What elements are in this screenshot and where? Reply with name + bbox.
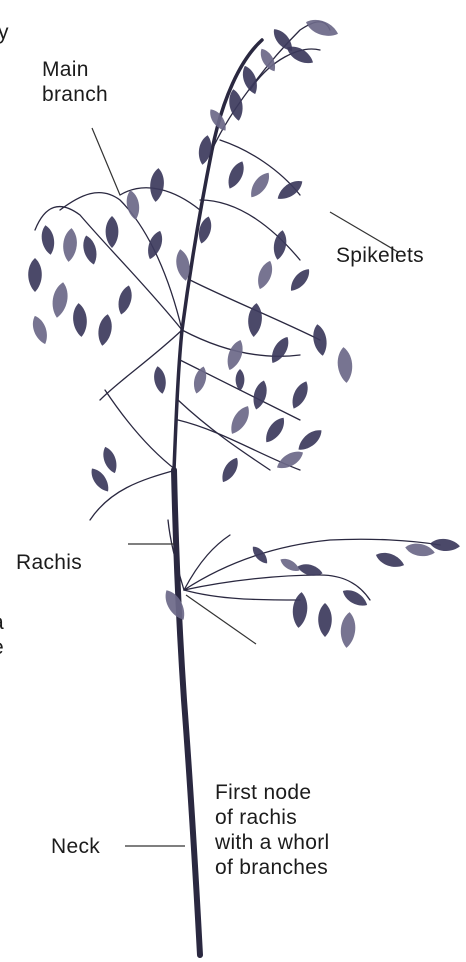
spikelet: [87, 465, 112, 494]
rachis-label: Rachis: [16, 550, 82, 575]
panicle-branch: [105, 390, 176, 470]
main-branch-label: Main branch: [42, 57, 108, 107]
spikelet: [430, 538, 461, 553]
spikelet: [161, 587, 190, 623]
spikelet: [124, 189, 141, 221]
spikelet: [267, 334, 292, 366]
panicle-branch: [178, 400, 270, 470]
spikelet: [191, 365, 209, 395]
spikelet: [50, 281, 70, 319]
spikelet: [311, 323, 329, 357]
spikelet: [29, 314, 51, 346]
panicle-branch: [250, 49, 320, 90]
first-node-leader: [186, 595, 256, 644]
spikelet: [295, 426, 326, 454]
spikelet: [224, 159, 248, 191]
spikelet: [288, 379, 312, 411]
spikelet: [96, 313, 114, 347]
spikelet: [224, 338, 247, 372]
spikelet: [250, 544, 271, 566]
spikelets-label: Spikelets: [336, 243, 424, 268]
spikelet: [144, 229, 166, 261]
spikelet: [318, 603, 332, 637]
spikelet: [226, 403, 253, 437]
spikelet: [100, 445, 120, 475]
panicle-branch: [184, 535, 230, 590]
spikelet: [115, 284, 134, 316]
spikelet: [28, 258, 42, 292]
spikelet: [152, 365, 168, 395]
spikelet: [304, 16, 341, 40]
spikelet: [274, 447, 306, 472]
spikelet: [339, 611, 356, 648]
clipped-label-top: y: [0, 20, 9, 45]
spikelet: [250, 379, 269, 411]
spikelet: [62, 227, 78, 262]
spikelet: [336, 346, 353, 383]
spikelet: [106, 216, 119, 248]
panicle-branch: [200, 200, 300, 260]
neck-label: Neck: [51, 834, 100, 859]
spikelet: [149, 167, 165, 202]
spikelet: [218, 455, 242, 485]
neck-stem: [174, 470, 200, 955]
spikelet: [246, 169, 273, 200]
panicle-branch: [100, 330, 182, 400]
spikelet: [278, 556, 301, 575]
first-node-label: First node of rachis with a whorl of bra…: [215, 780, 329, 880]
main-branch-leader: [92, 128, 120, 195]
rachis-stem: [174, 40, 262, 470]
spikelet: [274, 176, 305, 203]
spikelet: [261, 414, 288, 445]
spikelet: [236, 369, 245, 391]
spikelet: [271, 229, 288, 261]
clipped-label-mid: a e: [0, 610, 4, 660]
panicle-branch: [184, 590, 300, 600]
spikelet: [254, 259, 276, 291]
spikelet: [39, 224, 56, 256]
spikelet: [72, 302, 88, 337]
spikelet: [287, 266, 314, 295]
spikelet: [80, 234, 99, 266]
spikelet: [340, 586, 370, 610]
spikelet: [374, 549, 406, 571]
spikelet: [291, 591, 308, 628]
